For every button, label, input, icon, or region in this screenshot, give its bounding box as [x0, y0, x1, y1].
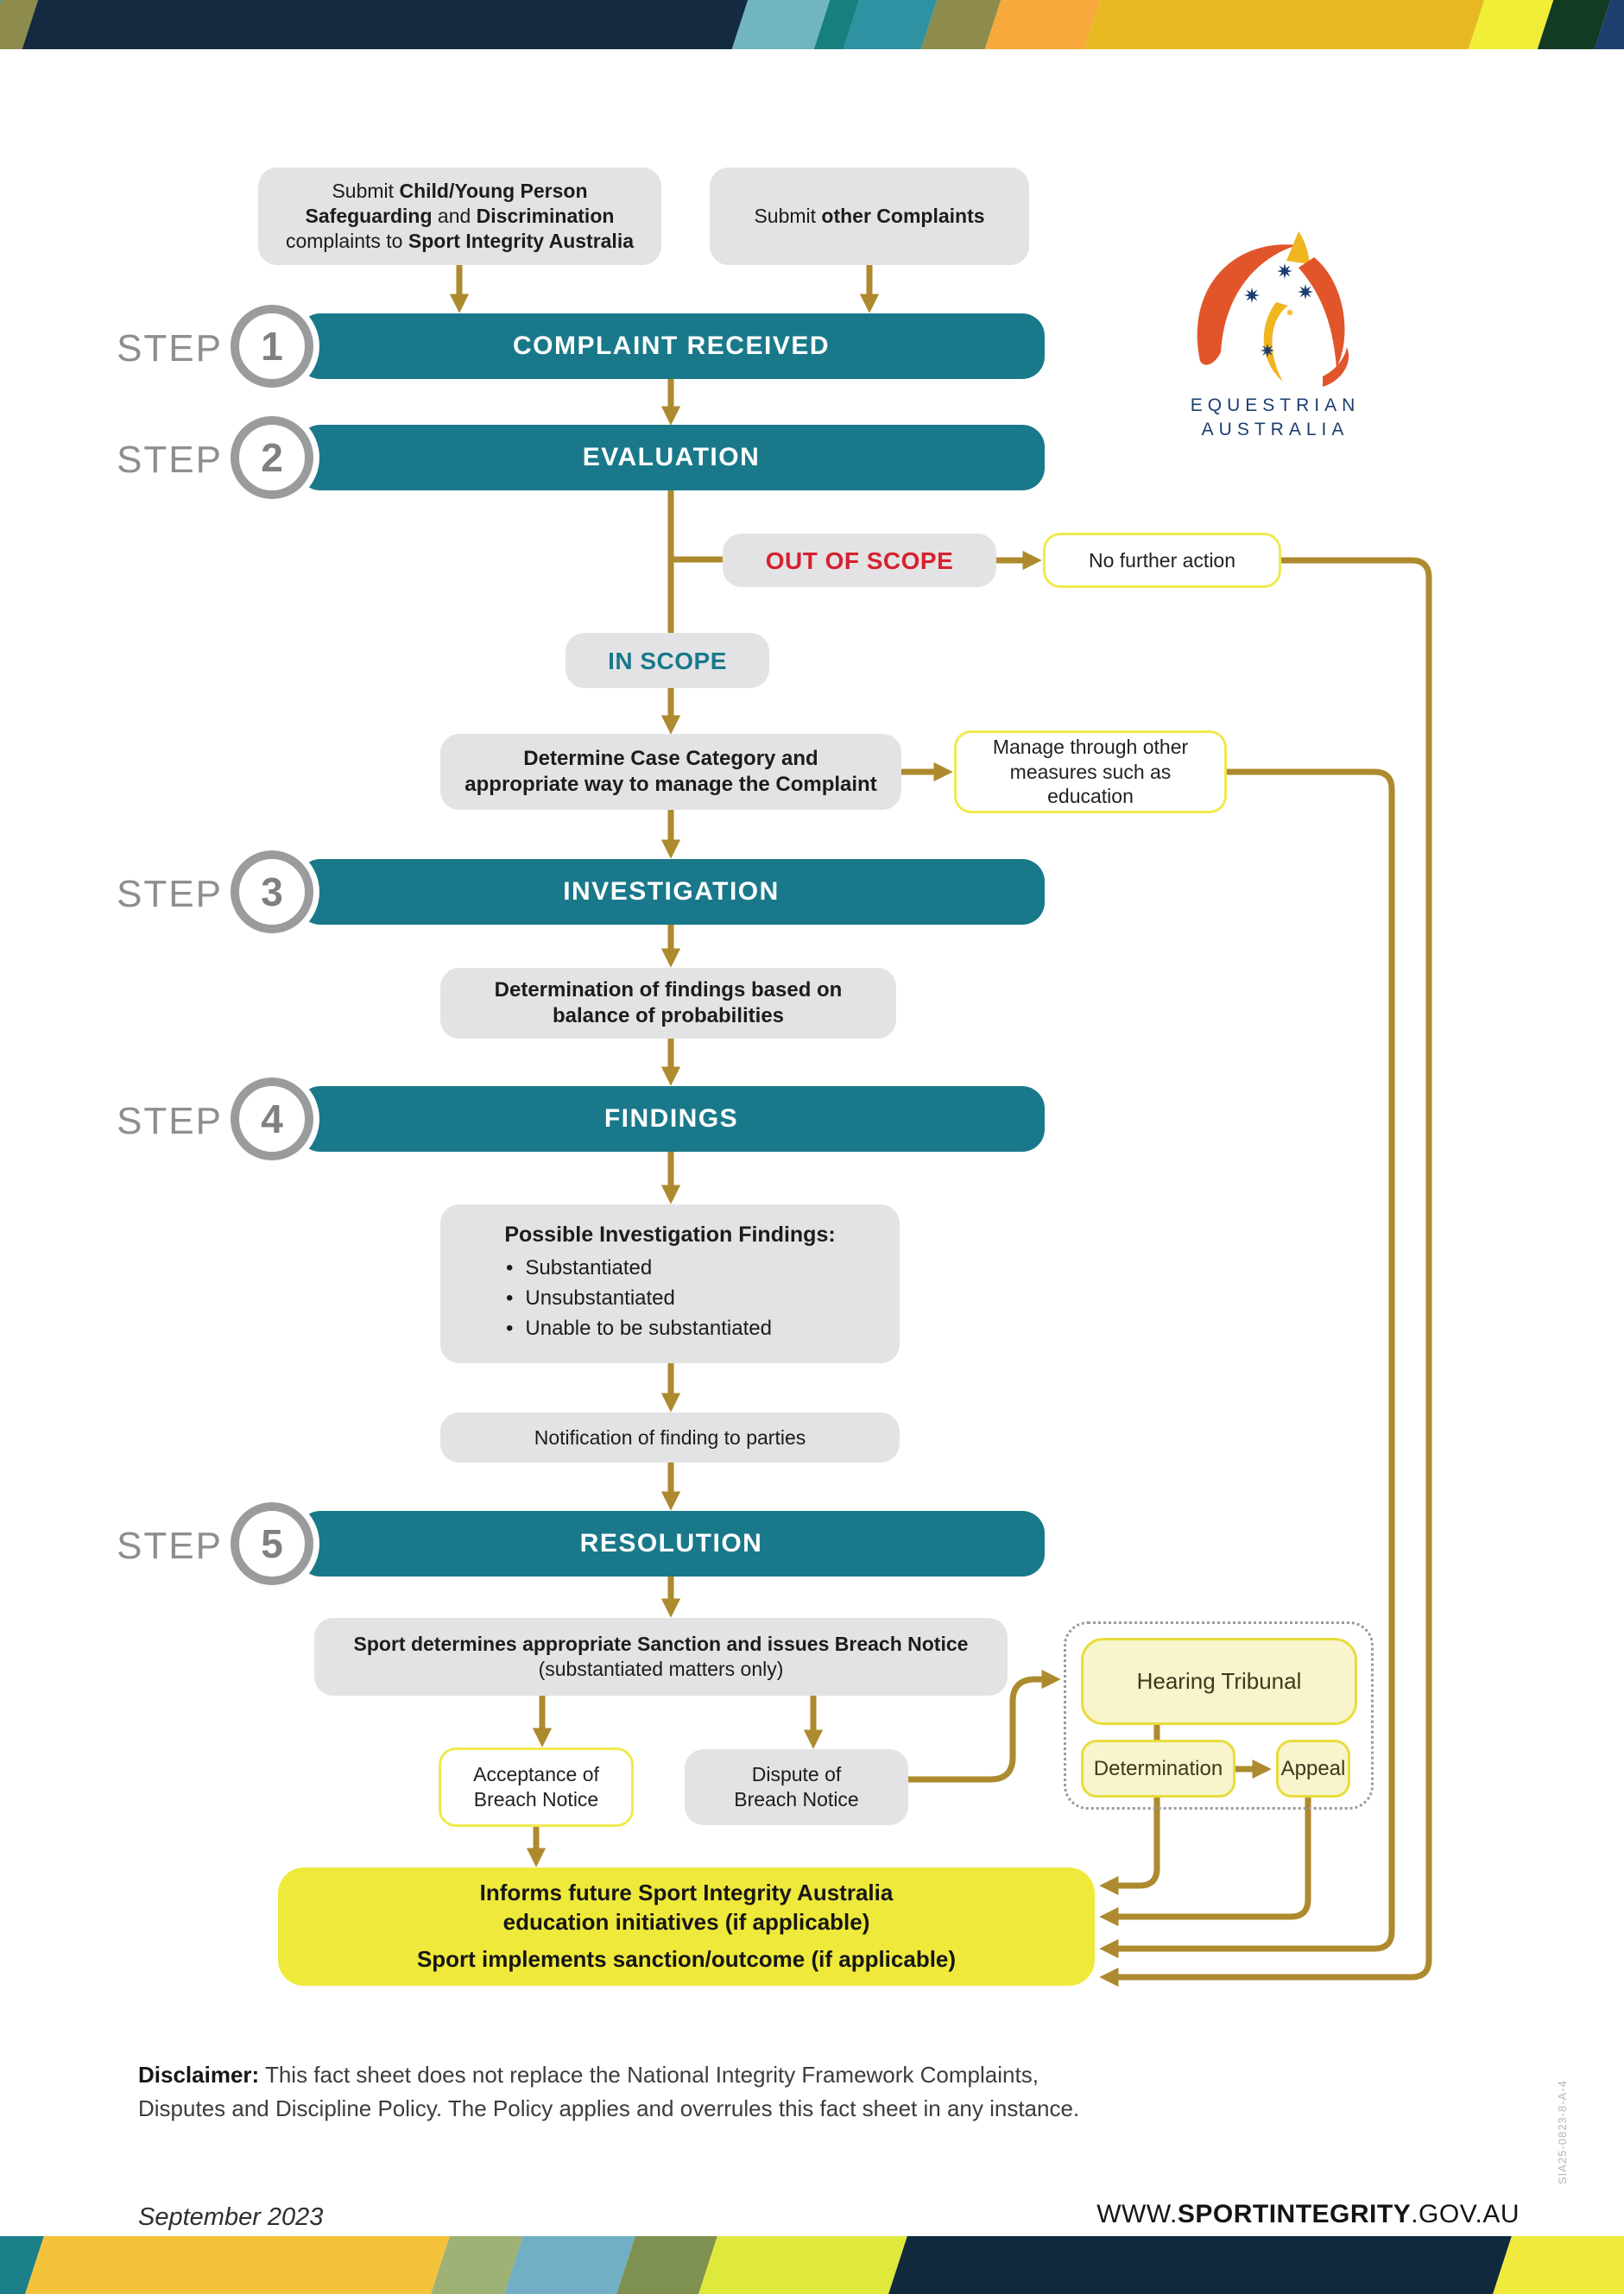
footer-url-www: WWW.: [1096, 2200, 1178, 2228]
step3-circle: 3: [231, 850, 313, 933]
step2-label: STEP: [117, 439, 223, 481]
out-of-scope-text: OUT OF SCOPE: [765, 547, 954, 574]
outcome-line2: education initiatives (if applicable): [502, 1909, 870, 1936]
footer-url: WWW.SPORTINTEGRITY.GOV.AU: [863, 2200, 1520, 2229]
appeal-box: Appeal: [1276, 1740, 1350, 1798]
equestrian-australia-logo: EQUESTRIAN AUSTRALIA: [1191, 231, 1361, 439]
determination-box: Determination: [1081, 1740, 1235, 1798]
step5-circle: 5: [231, 1502, 313, 1585]
acceptance-breach-notice-box: Acceptance of Breach Notice: [439, 1747, 634, 1827]
submit-child-safeguarding-box: Submit Child/Young Person Safeguarding a…: [258, 167, 661, 265]
outcome-line3: Sport implements sanction/outcome (if ap…: [416, 1945, 957, 1972]
disclaimer-line2: Disputes and Discipline Policy. The Poli…: [138, 2095, 1080, 2121]
determine-case-category-box: Determine Case Category and appropriate …: [440, 734, 901, 810]
banner-findings: FINDINGS: [298, 1086, 1045, 1152]
footer-url-suffix: .GOV.AU: [1411, 2200, 1520, 2228]
step2-number: 2: [261, 435, 283, 480]
footer-date: September 2023: [138, 2203, 324, 2231]
wire-determination-outcome: [1099, 1798, 1160, 1896]
disclaimer-label: Disclaimer:: [138, 2062, 260, 2088]
wire-appeal-outcome: [1099, 1798, 1311, 1927]
step5-number: 5: [261, 1521, 283, 1566]
determine-case-category-text: Determine Case Category and appropriate …: [464, 747, 877, 796]
banner-resolution: RESOLUTION: [298, 1511, 1045, 1577]
hearing-tribunal-text: Hearing Tribunal: [1136, 1668, 1302, 1694]
manage-other-measures-text: Manage through other measures such as ed…: [992, 735, 1189, 808]
disclaimer-line1: This fact sheet does not replace the Nat…: [264, 2062, 1039, 2088]
horse-head-art: [1197, 231, 1349, 387]
notification-text: Notification of finding to parties: [534, 1425, 806, 1449]
determination-text: Determination: [1093, 1756, 1223, 1780]
submit-other-text: Submit other Complaints: [754, 205, 985, 228]
in-scope-box: IN SCOPE: [566, 633, 769, 688]
no-further-action-text: No further action: [1088, 548, 1236, 572]
step1-number: 1: [261, 324, 283, 369]
finding-item: Substantiated: [506, 1254, 879, 1284]
dispute-breach-notice-box: Dispute of Breach Notice: [685, 1749, 908, 1825]
sport-determines-line1: Sport determines appropriate Sanction an…: [353, 1633, 969, 1656]
sport-determines-box: Sport determines appropriate Sanction an…: [314, 1618, 1008, 1696]
step5-label: STEP: [117, 1525, 223, 1567]
logo-line2: AUSTRALIA: [1202, 420, 1349, 439]
possible-findings-box: Possible Investigation Findings: Substan…: [440, 1204, 900, 1363]
step4-circle: 4: [231, 1077, 313, 1160]
determination-of-findings-text: Determination of findings based on balan…: [494, 978, 843, 1027]
footer-url-domain: SPORTINTEGRITY: [1177, 2200, 1412, 2228]
submit-other-box: Submit other Complaints: [710, 167, 1029, 265]
step4-label: STEP: [117, 1100, 223, 1142]
disclaimer: Disclaimer: This fact sheet does not rep…: [138, 2058, 1191, 2126]
out-of-scope-box: OUT OF SCOPE: [723, 534, 996, 587]
possible-findings-title: Possible Investigation Findings:: [504, 1223, 836, 1247]
outcome-line1: Informs future Sport Integrity Australia: [479, 1880, 894, 1906]
dispute-breach-notice-text: Dispute of Breach Notice: [734, 1763, 859, 1811]
step1-circle: 1: [231, 305, 313, 388]
step1-label: STEP: [117, 327, 223, 370]
step3-label: STEP: [117, 873, 223, 915]
finding-item: Unsubstantiated: [506, 1284, 879, 1314]
determination-of-findings-box: Determination of findings based on balan…: [440, 968, 896, 1039]
manage-other-measures-box: Manage through other measures such as ed…: [954, 730, 1227, 813]
banner-complaint-received: COMPLAINT RECEIVED: [298, 313, 1045, 379]
submit-child-text: Submit Child/Young Person Safeguarding a…: [285, 180, 635, 252]
finding-item: Unable to be substantiated: [506, 1314, 879, 1344]
step3-number: 3: [261, 869, 283, 914]
wire-manage-outcome: [1099, 768, 1395, 1959]
acceptance-breach-notice-text: Acceptance of Breach Notice: [473, 1763, 599, 1811]
logo-line1: EQUESTRIAN: [1191, 395, 1361, 415]
banner-investigation: INVESTIGATION: [298, 859, 1045, 925]
appeal-text: Appeal: [1280, 1756, 1346, 1780]
wire-dispute-tribunal: [908, 1669, 1061, 1783]
step4-number: 4: [261, 1096, 283, 1141]
outcome-box: Informs future Sport Integrity Australia…: [278, 1867, 1095, 1986]
tribunal-group-outline: [1064, 1621, 1374, 1810]
sport-determines-line2: (substantiated matters only): [538, 1658, 784, 1680]
in-scope-text: IN SCOPE: [608, 647, 727, 674]
notification-box: Notification of finding to parties: [440, 1412, 900, 1463]
banner-evaluation: EVALUATION: [298, 425, 1045, 490]
no-further-action-box: No further action: [1043, 533, 1281, 588]
possible-findings-list: Substantiated Unsubstantiated Unable to …: [461, 1254, 879, 1343]
wire-nofurther-outcome: [1099, 557, 1432, 1988]
step2-circle: 2: [231, 416, 313, 499]
hearing-tribunal-box: Hearing Tribunal: [1081, 1638, 1357, 1725]
